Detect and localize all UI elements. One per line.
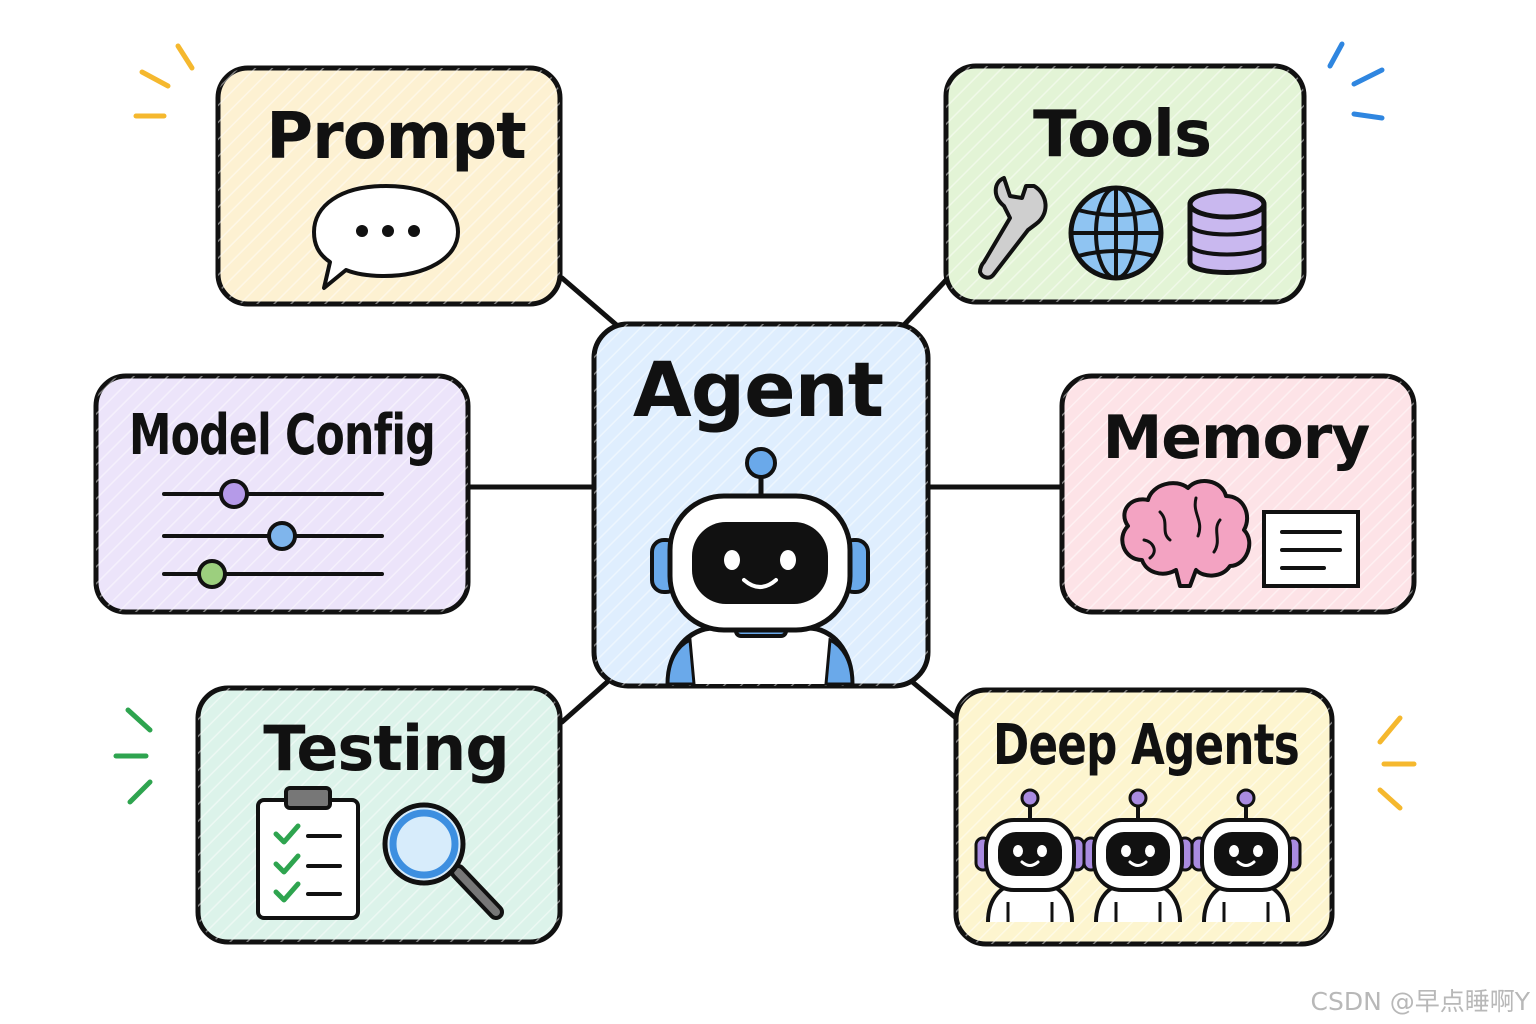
node-memory: Memory [1059, 373, 1417, 615]
watermark: CSDN @早点睡啊Y [1310, 987, 1531, 1016]
mini-robot-icon [1190, 788, 1302, 923]
node-tools: Tools [943, 63, 1307, 305]
spark-deep-agents [1377, 715, 1417, 811]
globe-icon [1068, 185, 1164, 281]
notes-icon [1262, 510, 1360, 588]
model-config-label: Model Config [129, 403, 435, 468]
connector-deep-agents [907, 677, 959, 721]
node-testing: Testing [195, 685, 563, 945]
connector-tools [900, 275, 951, 329]
node-deep-agents: Deep Agents [953, 687, 1335, 947]
testing-label: Testing [263, 712, 508, 785]
connectors [467, 275, 1065, 725]
sliders-icon [162, 479, 384, 589]
robot-icon [650, 447, 870, 686]
deep-agents-label: Deep Agents [993, 713, 1299, 778]
agent-label: Agent [633, 345, 883, 434]
prompt-label: Prompt [266, 100, 526, 174]
slider-knob-1 [219, 479, 249, 509]
memory-label: Memory [1103, 403, 1371, 473]
tools-label: Tools [1033, 98, 1211, 172]
connector-prompt [559, 275, 623, 331]
wrench-icon [978, 176, 1048, 280]
speech-bubble-icon [312, 184, 460, 290]
node-model-config: Model Config [93, 373, 471, 615]
mini-robot-icon [974, 788, 1086, 923]
spark-testing [113, 707, 153, 805]
magnifier-icon [382, 802, 504, 920]
spark-tools [1327, 41, 1385, 121]
slider-knob-3 [197, 559, 227, 589]
database-icon [1187, 188, 1267, 275]
clipboard-checklist-icon [256, 786, 360, 920]
connector-testing [559, 673, 617, 725]
node-prompt: Prompt [215, 65, 563, 307]
spark-prompt [133, 43, 195, 119]
node-agent: Agent [591, 321, 931, 689]
brain-icon [1120, 479, 1252, 588]
slider-knob-2 [267, 521, 297, 551]
